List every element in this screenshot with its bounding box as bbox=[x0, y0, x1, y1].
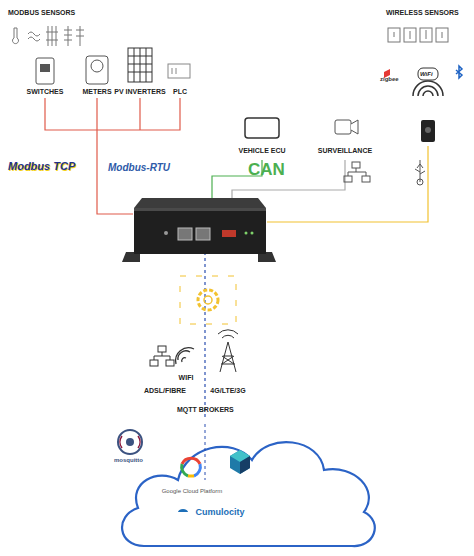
gcp-logo bbox=[182, 458, 201, 476]
group-heading: MODBUS SENSORS bbox=[8, 8, 75, 17]
device-name: SWITCHES bbox=[27, 87, 64, 96]
device-name: ADSL/FIBRE bbox=[144, 386, 186, 395]
cloud-outline bbox=[112, 424, 384, 552]
gear-symbol bbox=[180, 276, 236, 324]
sensor-icons bbox=[13, 26, 85, 46]
device-name: METERS bbox=[82, 87, 111, 96]
broker-logo bbox=[230, 450, 250, 474]
protocol-logo: WiFi bbox=[420, 70, 433, 78]
cloud-provider: Google Cloud Platform bbox=[162, 487, 223, 496]
mosquitto-logo bbox=[118, 430, 142, 454]
device-label: METERS bbox=[82, 87, 111, 96]
group-heading: WIRELESS SENSORS bbox=[386, 8, 459, 17]
protocol-logo: Modbus TCP bbox=[8, 160, 75, 173]
cloud-shape: Google Cloud PlatformCumulocity bbox=[112, 424, 384, 552]
device-label: SURVEILLANCE bbox=[318, 146, 372, 155]
cloud-link bbox=[204, 246, 205, 420]
port-icons bbox=[344, 160, 425, 185]
sensor-icons bbox=[388, 28, 448, 42]
device-name: PV INVERTERS bbox=[114, 87, 165, 96]
device-label: VEHICLE ECU bbox=[238, 146, 285, 155]
protocol-logo: Modbus-RTU bbox=[108, 162, 170, 174]
wireless-wire bbox=[267, 146, 428, 222]
cumulocity-logo bbox=[178, 509, 188, 512]
device-icons bbox=[36, 48, 190, 84]
protocol-logo: CAN bbox=[248, 160, 285, 179]
device-name: SURVEILLANCE bbox=[318, 146, 372, 155]
protocol-logo: zigbee bbox=[380, 75, 399, 83]
device-label: PV INVERTERS bbox=[114, 87, 165, 96]
device-label: PLC bbox=[173, 87, 187, 96]
device-name: VEHICLE ECU bbox=[238, 146, 285, 155]
ethernet-wire bbox=[232, 160, 345, 204]
device-icons bbox=[245, 118, 358, 138]
device-label: WIFI bbox=[179, 373, 194, 382]
cloud-provider: Cumulocity bbox=[195, 506, 244, 518]
protocol-logo: mosquitto bbox=[114, 456, 143, 464]
gateway-device bbox=[122, 198, 276, 262]
connectivity-icons bbox=[150, 330, 238, 372]
modbus-wire bbox=[45, 98, 180, 214]
device-name: WIFI bbox=[179, 373, 194, 382]
device-name: PLC bbox=[173, 87, 187, 96]
device-label: 4G/LTE/3G bbox=[210, 386, 245, 395]
group-heading: MQTT BROKERS bbox=[177, 405, 234, 414]
device-label: ADSL/FIBRE bbox=[144, 386, 186, 395]
device-name: 4G/LTE/3G bbox=[210, 386, 245, 395]
device-label: SWITCHES bbox=[27, 87, 64, 96]
